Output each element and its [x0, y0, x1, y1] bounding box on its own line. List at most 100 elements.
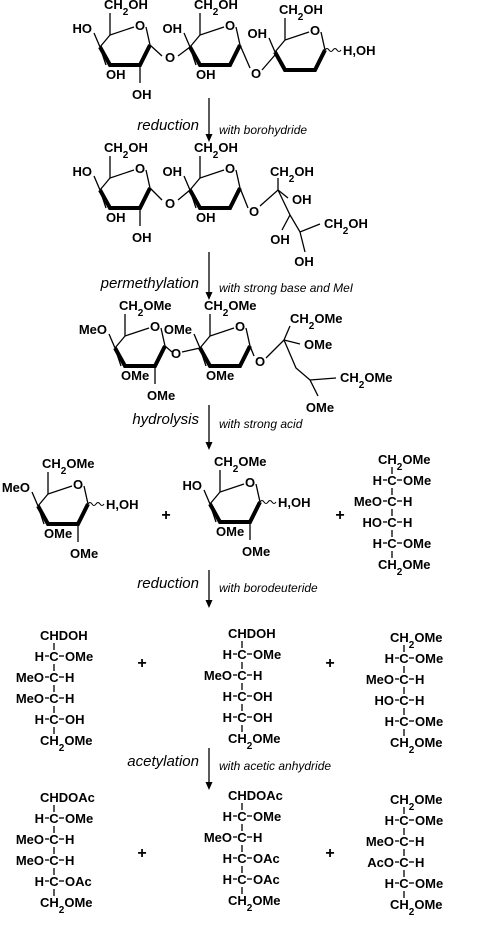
terminal-group: CH2OMe — [228, 893, 281, 914]
chiral-carbon: C — [49, 691, 59, 706]
chiral-carbon: C — [387, 515, 397, 530]
right-substituent: OH — [253, 710, 273, 725]
ring-bond — [235, 26, 241, 46]
left-substituent: H — [223, 689, 232, 704]
chiral-carbon: C — [399, 651, 409, 666]
left-substituent: H — [223, 872, 232, 887]
step-name: acetylation — [127, 753, 199, 770]
chiral-carbon: C — [399, 834, 409, 849]
right-substituent: H — [65, 853, 74, 868]
chiral-carbon: C — [399, 672, 409, 687]
right-substituent: H — [65, 832, 74, 847]
left-substituent: H — [385, 876, 394, 891]
left-substituent: MeO — [354, 494, 382, 509]
c2-substituent: OH — [132, 230, 152, 245]
arrow-head — [205, 134, 213, 142]
c4-substituent: HO — [73, 164, 93, 179]
c2-substituent: OMe — [242, 544, 270, 559]
right-substituent: H — [415, 672, 424, 687]
c3-bond — [209, 503, 217, 523]
right-substituent: H — [403, 515, 412, 530]
c4-bond — [108, 333, 116, 349]
chiral-carbon: C — [237, 851, 247, 866]
chain-c5: CH2OH — [324, 216, 368, 237]
chiral-carbon: C — [237, 689, 247, 704]
ring-bond — [245, 327, 251, 347]
c3-substituent: OMe — [216, 524, 244, 539]
plus-sign: + — [335, 507, 344, 524]
ring-oxygen-label: O — [245, 475, 255, 490]
right-substituent: OMe — [403, 536, 431, 551]
plus-sign: + — [325, 655, 334, 672]
glycosidic-links-1: OO — [149, 44, 276, 81]
chiral-carbon: C — [399, 855, 409, 870]
ring-oxygen-label: O — [235, 319, 245, 334]
ring-bond — [189, 26, 225, 48]
left-substituent: HO — [363, 515, 383, 530]
right-substituent: OMe — [415, 876, 443, 891]
plus-sign: + — [161, 507, 170, 524]
right-substituent: OMe — [415, 714, 443, 729]
terminal-group: CH2OMe — [390, 735, 443, 756]
ch2-group: CH2OH — [104, 0, 148, 18]
c4-bond — [183, 175, 191, 191]
c3-bond — [189, 46, 197, 66]
bond — [283, 339, 301, 345]
left-substituent: MeO — [16, 832, 44, 847]
c3-bond — [37, 505, 45, 525]
ring-bond — [189, 169, 225, 191]
chain-c1: CH2OMe — [290, 311, 343, 332]
c2-substituent: OMe — [147, 388, 175, 403]
left-substituent: MeO — [16, 853, 44, 868]
terminal-group: CH2OMe — [378, 452, 431, 473]
glycosidic-oxygen: O — [255, 354, 265, 369]
left-substituent: MeO — [366, 834, 394, 849]
chain-c4: OH — [270, 232, 290, 247]
step-name: permethylation — [100, 275, 199, 292]
ring-oxygen-label: O — [225, 18, 235, 33]
c4-bond — [31, 491, 39, 507]
ring-bond — [320, 31, 326, 51]
right-substituent: H — [253, 668, 262, 683]
ring-front-edge — [273, 49, 327, 72]
c4-substituent: HO — [183, 478, 203, 493]
c4-bond — [193, 333, 201, 349]
ring-bond — [235, 169, 241, 189]
left-substituent: HO — [375, 693, 395, 708]
c4-substituent: OH — [163, 21, 183, 36]
ring-bond — [160, 327, 166, 347]
chiral-carbon: C — [237, 668, 247, 683]
c4-substituent: HO — [73, 21, 93, 36]
bond — [261, 54, 276, 71]
ch2-group: CH2OH — [194, 0, 238, 18]
glycosidic-oxygen: O — [165, 50, 175, 65]
step-condition: with borodeuteride — [219, 581, 318, 595]
bond — [177, 46, 191, 57]
glycosidic-oxygen: O — [165, 196, 175, 211]
left-substituent: H — [373, 473, 382, 488]
ring-bond — [145, 169, 151, 189]
ring-front-edge — [188, 187, 242, 210]
glycosidic-links-2: OO — [149, 187, 259, 219]
c3-substituent: OH — [106, 67, 126, 82]
terminal-group: CH2OMe — [228, 731, 281, 752]
left-substituent: H — [35, 649, 44, 664]
chiral-carbon: C — [49, 670, 59, 685]
step-name: hydrolysis — [132, 411, 199, 428]
right-substituent: OMe — [253, 647, 281, 662]
step-condition: with acetic anhydride — [219, 759, 331, 773]
right-substituent: OMe — [65, 811, 93, 826]
ring-oxygen-label: O — [150, 319, 160, 334]
step-condition: with strong base and MeI — [219, 281, 354, 295]
c3-substituent: OMe — [206, 368, 234, 383]
c4-substituent: OH — [248, 26, 268, 41]
